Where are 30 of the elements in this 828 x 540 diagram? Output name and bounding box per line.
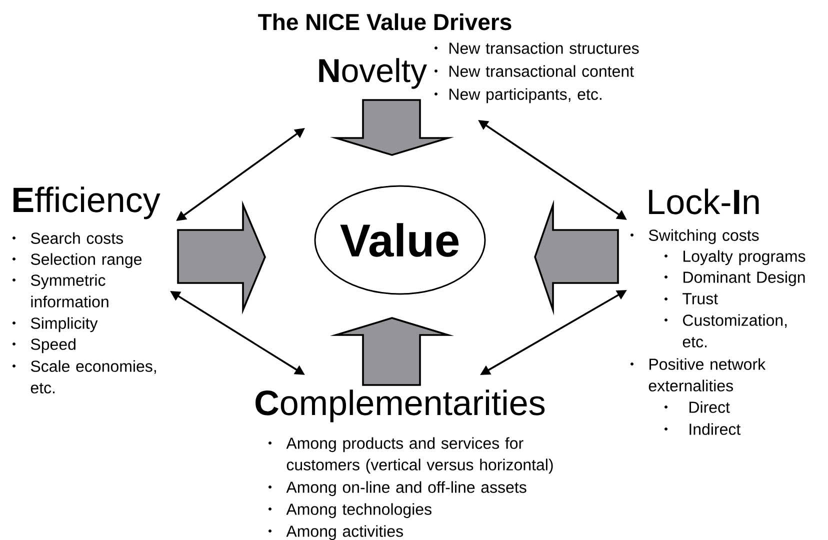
bullet-item: Among technologies: [268, 503, 432, 518]
bullet-item: Selection range: [12, 253, 142, 268]
block-arrow: [330, 99, 454, 156]
bullet-item: Scale economies, etc.: [12, 360, 156, 394]
bullet-item: Positive network externalities: [630, 358, 766, 392]
bullet-item: Among on-line and off-line assets: [268, 481, 526, 496]
bullet-item: Indirect: [664, 423, 741, 435]
driver-heading: Complementarities: [256, 390, 545, 422]
driver-heading: Novelty: [319, 58, 427, 89]
bullet-item: New transaction structures: [434, 42, 639, 54]
bullet-item: Loyalty programs: [664, 250, 806, 266]
block-arrow: [330, 317, 454, 386]
bullet-item: Speed: [12, 338, 76, 354]
driver-heading: Lock-In: [649, 188, 759, 214]
bullet-item: Dominant Design: [664, 271, 805, 286]
bullet-item: Customization, etc.: [664, 314, 787, 348]
title: The NICE Value Drivers: [258, 13, 512, 30]
bullet-item: Trust: [664, 293, 718, 304]
bullet-item: Search costs: [12, 232, 123, 244]
bullet-item: Symmetric information: [12, 274, 108, 308]
bullet-item: Among activities: [268, 525, 403, 540]
block-arrow: [177, 200, 266, 314]
bullet-item: New participants, etc.: [434, 88, 602, 104]
block-arrow: [534, 200, 619, 316]
driver-heading: Efficiency: [14, 186, 160, 220]
bullet-item: Switching costs: [630, 229, 759, 244]
bullet-item: New transactional content: [434, 65, 634, 77]
bullet-item: Direct: [664, 401, 730, 413]
bullet-item: Simplicity: [12, 317, 98, 332]
bullet-item: Among products and services for customers (vertical versus horizontal): [268, 437, 553, 474]
